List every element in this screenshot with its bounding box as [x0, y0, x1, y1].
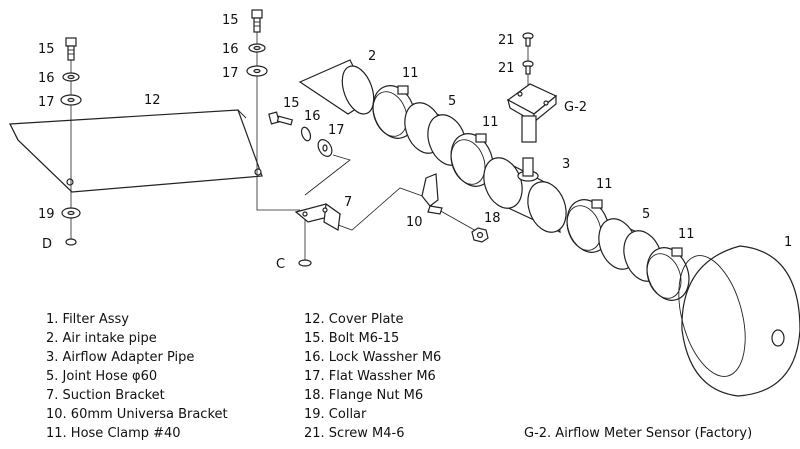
- callout-17-bracket: 17: [328, 123, 345, 138]
- screw-top: [522, 32, 534, 47]
- flat-washer-bracket: [317, 139, 333, 157]
- callout-7: 7: [344, 195, 352, 210]
- callout-5-b: 5: [642, 207, 650, 222]
- legend-item: 7. Suction Bracket: [46, 388, 165, 403]
- legend-item: 11. Hose Clamp #40: [46, 426, 181, 441]
- legend-item: 16. Lock Wassher M6: [304, 350, 442, 365]
- callout-5-a: 5: [448, 94, 456, 109]
- lock-washer-right: [248, 43, 266, 53]
- legend-left: 1. Filter Assy 2. Air intake pipe 3. Air…: [46, 310, 228, 443]
- callout-16-left: 16: [38, 71, 55, 86]
- callout-16-right: 16: [222, 42, 239, 57]
- callout-21-top: 21: [498, 33, 515, 48]
- legend-item: 19. Collar: [304, 407, 367, 422]
- callout-12: 12: [144, 93, 161, 108]
- callout-17-left: 17: [38, 95, 55, 110]
- legend-item: 12. Cover Plate: [304, 312, 404, 327]
- legend-middle: 12. Cover Plate 15. Bolt M6-15 16. Lock …: [304, 310, 441, 443]
- bolt-right-top: [251, 9, 263, 33]
- lock-washer-bracket: [300, 126, 312, 142]
- lock-washer-left: [62, 72, 80, 82]
- callout-11-b: 11: [482, 115, 499, 130]
- flat-washer-right: [246, 65, 268, 77]
- callout-d: D: [42, 237, 52, 252]
- suction-bracket: [294, 202, 342, 231]
- legend-item: 2. Air intake pipe: [46, 331, 157, 346]
- legend-item: 15. Bolt M6-15: [304, 331, 400, 346]
- hose-clamp-4: [646, 247, 690, 301]
- legend-item: 10. 60mm Universa Bracket: [46, 407, 228, 422]
- callout-3: 3: [562, 157, 570, 172]
- callout-15-left: 15: [38, 42, 55, 57]
- hose-clamp-2: [450, 133, 494, 187]
- callout-g2: G-2: [564, 100, 587, 115]
- callout-11-a: 11: [402, 66, 419, 81]
- bolt-left: [65, 37, 77, 61]
- callout-11-c: 11: [596, 177, 613, 192]
- legend-item: 21. Screw M4-6: [304, 426, 405, 441]
- air-intake-pipe: [298, 59, 375, 115]
- joint-hose-1: [404, 102, 467, 166]
- legend-item: 17. Flat Wassher M6: [304, 369, 436, 384]
- callout-16-bracket: 16: [304, 109, 321, 124]
- legend-right: G-2. Airflow Meter Sensor (Factory): [524, 426, 753, 441]
- legend-item: 1. Filter Assy: [46, 312, 129, 327]
- callout-c: C: [276, 257, 285, 272]
- bolt-bracket: [268, 111, 294, 126]
- legend-item: 18. Flange Nut M6: [304, 388, 424, 403]
- callout-15-bracket: 15: [283, 96, 300, 111]
- flat-washer-left: [60, 94, 82, 106]
- collar-left: [61, 207, 81, 219]
- legend-item: 3. Airflow Adapter Pipe: [46, 350, 195, 365]
- callout-10: 10: [406, 215, 423, 230]
- callout-18: 18: [484, 211, 501, 226]
- filter-assy: [678, 245, 800, 397]
- callout-11-d: 11: [678, 227, 695, 242]
- callout-1: 1: [784, 235, 792, 250]
- legend-item: 5. Joint Hose φ60: [46, 369, 158, 384]
- airflow-adapter-pipe: [483, 157, 567, 233]
- callout-19: 19: [38, 207, 55, 222]
- callout-21-bottom: 21: [498, 61, 515, 76]
- flange-nut: [471, 227, 489, 243]
- screw-bottom: [522, 60, 534, 75]
- callout-2: 2: [368, 49, 376, 64]
- cover-plate: [9, 109, 263, 193]
- callout-15-right: 15: [222, 13, 239, 28]
- point-c-marker: [298, 259, 312, 267]
- airflow-meter-sensor: [506, 83, 558, 143]
- universal-bracket: [421, 173, 443, 215]
- point-d-marker: [65, 238, 77, 246]
- callout-17-right: 17: [222, 66, 239, 81]
